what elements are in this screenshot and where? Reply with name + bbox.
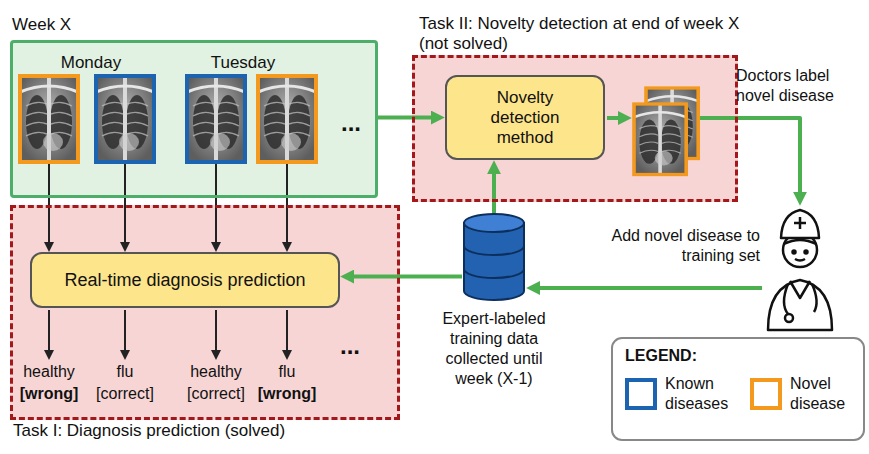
cylinder-band: [464, 246, 524, 278]
task-heading: Task I: Diagnosis prediction (solved): [13, 421, 285, 441]
flow-arrow: [700, 118, 800, 196]
flow-arrow: [607, 116, 622, 120]
day-label: Monday: [41, 53, 141, 73]
xray-image: [634, 104, 686, 175]
flow-arrow: [378, 116, 435, 120]
output-arrow: [124, 310, 126, 353]
flow-arrow: [350, 275, 462, 279]
task-region: Task II: Novelty detection at end of wee…: [412, 55, 738, 202]
process-label: Novelty detection method: [461, 88, 589, 148]
database-caption: Expert-labeled training data collected u…: [429, 309, 559, 389]
xray-image: [187, 76, 245, 162]
xray-image: [96, 76, 154, 162]
database: Expert-labeled training data collected u…: [462, 213, 526, 301]
cylinder-top: [464, 214, 524, 232]
prediction-verdict: [wrong]: [20, 384, 79, 404]
prediction-verdict: [correct]: [187, 384, 245, 404]
legend-box: [612, 338, 864, 440]
legend-swatch: [750, 378, 782, 410]
flow-note: Add novel disease to training set: [572, 226, 760, 266]
prediction-label: flu: [279, 362, 296, 382]
flow-note: Doctors label novel disease: [736, 66, 861, 106]
output-arrow: [48, 310, 50, 353]
process-label: Real-time diagnosis prediction: [64, 270, 305, 290]
database-cylinder: [462, 213, 526, 301]
prediction-label: healthy: [23, 362, 75, 382]
flow-arrow: [492, 170, 496, 213]
day-label: Tuesday: [193, 53, 293, 73]
region-fill: [412, 55, 738, 202]
week-panel: Week XMondayTuesday...: [10, 40, 378, 198]
process-box: Real-time diagnosis prediction: [30, 252, 340, 308]
prediction-label: healthy: [190, 362, 242, 382]
legend-text: Novel disease: [790, 374, 862, 414]
prediction-label: flu: [117, 362, 134, 382]
legend-text: Known diseases: [665, 374, 737, 414]
task-heading: Task II: Novelty detection at end of wee…: [419, 14, 741, 54]
output-arrow: [215, 310, 217, 353]
doctor-icon: [768, 210, 832, 330]
region-fill: [10, 40, 378, 198]
legend-swatch: [625, 378, 657, 410]
prediction-verdict: [wrong]: [258, 384, 317, 404]
cylinder-body: [464, 223, 524, 300]
xray-image: [20, 76, 78, 162]
ellipsis: ...: [331, 113, 371, 133]
process-box: Novelty detection method: [445, 75, 605, 160]
panel-heading: Week X: [12, 15, 71, 35]
region-fill: [10, 205, 400, 420]
flow-arrow: [536, 286, 762, 290]
legend-title: LEGEND:: [625, 346, 697, 366]
output-arrow: [286, 310, 288, 353]
xray-image: [258, 76, 316, 162]
prediction-verdict: [correct]: [96, 384, 154, 404]
ellipsis: ...: [340, 336, 360, 356]
